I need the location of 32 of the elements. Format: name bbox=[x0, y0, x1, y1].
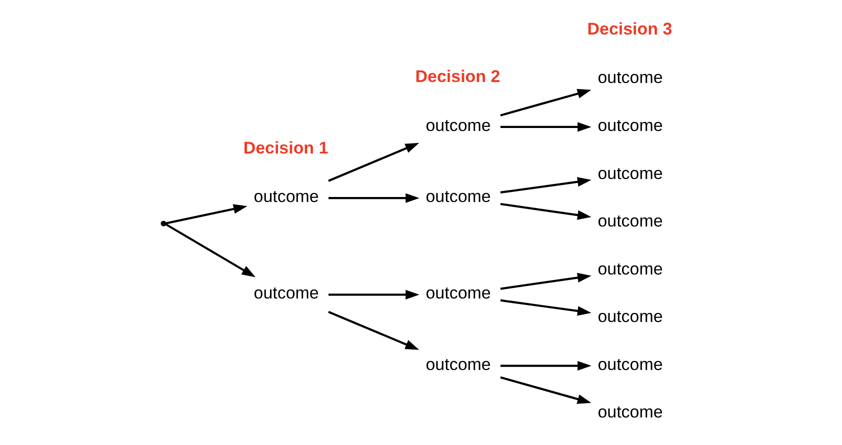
arrow bbox=[164, 223, 256, 278]
arrow bbox=[500, 122, 591, 132]
node-text: outcome bbox=[253, 284, 318, 303]
arrow bbox=[328, 142, 419, 182]
arrow bbox=[500, 202, 591, 220]
node-text: outcome bbox=[597, 354, 662, 374]
label: Decision 3 bbox=[586, 19, 672, 38]
node-text: outcome bbox=[425, 187, 490, 206]
node-text: outcome bbox=[597, 212, 662, 231]
node-text: outcome bbox=[597, 164, 662, 183]
node-text: outcome bbox=[253, 187, 318, 206]
node-text: outcome bbox=[425, 284, 490, 303]
arrow bbox=[500, 272, 591, 290]
node-text: outcome bbox=[597, 402, 662, 422]
arrow bbox=[328, 193, 419, 203]
node-text: outcome bbox=[425, 116, 490, 135]
arrow bbox=[500, 299, 591, 316]
label: Decision 2 bbox=[414, 67, 500, 86]
arrow bbox=[500, 376, 591, 404]
node-text: outcome bbox=[597, 116, 662, 135]
node-point bbox=[160, 220, 166, 226]
arrow bbox=[500, 360, 591, 371]
arrow bbox=[165, 204, 247, 224]
arrow bbox=[328, 290, 419, 300]
arrow bbox=[500, 88, 591, 116]
label: Decision 1 bbox=[242, 138, 328, 158]
arrow bbox=[500, 177, 591, 194]
arrow bbox=[328, 310, 419, 350]
node-text: outcome bbox=[425, 354, 490, 374]
node-text: outcome bbox=[597, 259, 662, 278]
node-text: outcome bbox=[597, 68, 662, 88]
node-text: outcome bbox=[597, 307, 662, 326]
